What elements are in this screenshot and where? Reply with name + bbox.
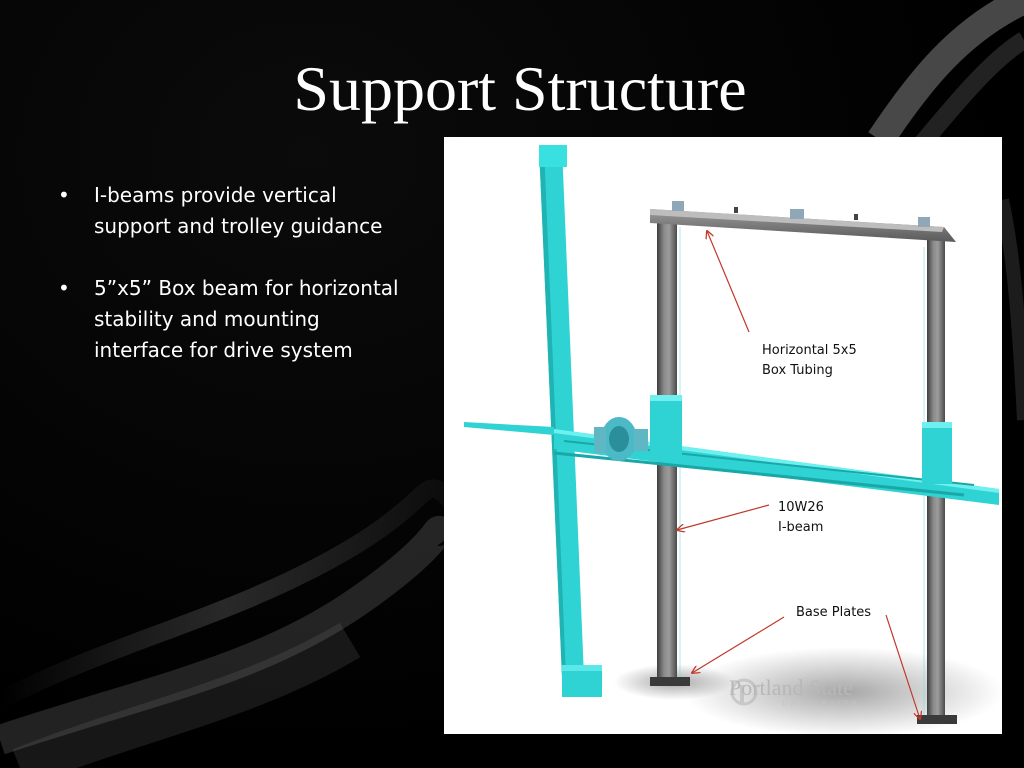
cyan-vertical-post [539,147,584,677]
callout-line: Horizontal 5x5 [762,343,857,358]
cad-render-figure: Horizontal 5x5 Box Tubing 10W26 I-beam B… [444,137,1002,734]
slide-title: Support Structure [293,53,747,124]
callout-i-beam: 10W26 I-beam [778,498,824,538]
callout-line: Base Plates [796,605,872,620]
arrow-base-plate-right [885,614,920,719]
callout-box-tubing: Horizontal 5x5 Box Tubing [762,341,857,381]
bullet-dot-icon: • [58,276,70,300]
bullet-item: • 5”x5” Box beam for horizontal stabilit… [58,273,408,366]
bullet-dot-icon: • [58,183,70,207]
arrow-box-tubing [707,231,750,333]
arrow-i-beam [677,504,770,530]
arrow-base-plate-left [692,616,785,673]
bullet-list: • I-beams provide vertical support and t… [58,180,408,397]
callout-line: 10W26 [778,500,824,515]
bullet-text: I-beams provide vertical support and tro… [94,183,383,238]
cyan-trolley-arm [464,422,554,435]
callout-line: Box Tubing [762,363,833,378]
bullet-text: 5”x5” Box beam for horizontal stability … [94,276,399,362]
watermark-sub: UNIVERSITY [782,699,860,708]
watermark-name: Portland State [729,675,854,700]
callout-line: I-beam [778,520,824,535]
portland-state-logo-icon [730,678,758,706]
support-structure-drawing [464,145,1002,734]
bullet-item: • I-beams provide vertical support and t… [58,180,408,242]
callout-base-plates: Base Plates [796,603,871,623]
